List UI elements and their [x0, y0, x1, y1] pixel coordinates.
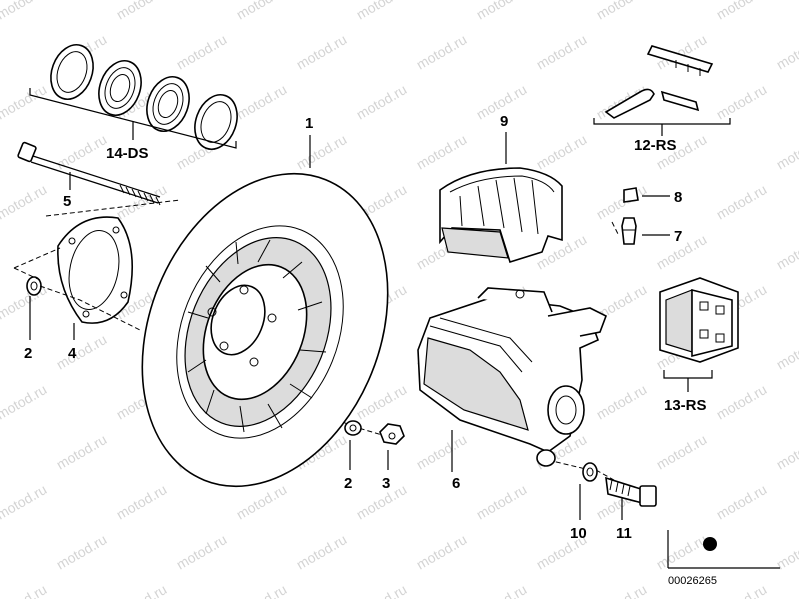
seal-kit-rings	[29, 44, 238, 150]
watermark-text: motod.ru	[114, 0, 170, 23]
label-4: 4	[68, 345, 77, 362]
watermark-text: motod.ru	[414, 31, 470, 72]
watermark-text: motod.ru	[774, 531, 799, 572]
watermark-text: motod.ru	[234, 0, 290, 23]
watermark-text: motod.ru	[714, 0, 770, 23]
watermark-text: motod.ru	[234, 581, 290, 599]
watermark-text: motod.ru	[234, 481, 290, 522]
watermark-text: motod.ru	[0, 181, 49, 222]
washer-nut-pair	[344, 420, 405, 470]
label-7: 7	[674, 228, 682, 245]
watermark-text: motod.ru	[174, 31, 230, 72]
brake-pads	[659, 277, 739, 392]
watermark-text: motod.ru	[534, 131, 590, 172]
watermark-text: motod.ru	[774, 131, 799, 172]
label-3: 3	[382, 475, 390, 492]
label-10: 10	[570, 525, 587, 542]
watermark-text: motod.ru	[714, 181, 770, 222]
washer-left	[26, 276, 42, 340]
watermark-text: motod.ru	[774, 31, 799, 72]
watermark-text: motod.ru	[474, 481, 530, 522]
watermark-text: motod.ru	[234, 81, 290, 122]
watermark-text: motod.ru	[0, 381, 49, 422]
watermark-text: motod.ru	[54, 531, 110, 572]
label-8: 8	[674, 189, 682, 206]
watermark-text: motod.ru	[0, 0, 49, 23]
watermark-text: motod.ru	[114, 581, 170, 599]
watermark-text: motod.ru	[534, 31, 590, 72]
watermark-text: motod.ru	[474, 581, 530, 599]
label-6: 6	[452, 475, 460, 492]
watermark-text: motod.ru	[774, 231, 799, 272]
washer-bolt-pair	[579, 462, 657, 520]
reference-number: 00026265	[668, 575, 717, 587]
watermark-text: motod.ru	[54, 331, 110, 372]
label-2-right: 2	[344, 475, 352, 492]
watermark-text: motod.ru	[0, 281, 49, 322]
label-12rs: 12-RS	[634, 137, 677, 154]
label-2-left: 2	[24, 345, 32, 362]
spacer-plate	[57, 216, 133, 340]
pin-kit	[593, 45, 731, 136]
watermark-text: motod.ru	[294, 31, 350, 72]
watermark-text: motod.ru	[714, 581, 770, 599]
brake-caliper	[417, 287, 608, 472]
bleeder-valve	[621, 217, 670, 245]
watermark-text: motod.ru	[0, 581, 49, 599]
watermark-text: motod.ru	[714, 81, 770, 122]
watermark-text: motod.ru	[174, 531, 230, 572]
long-bolt	[17, 141, 161, 206]
brake-disc	[141, 135, 389, 488]
watermark-text: motod.ru	[714, 381, 770, 422]
watermark-text: motod.ru	[594, 581, 650, 599]
label-1: 1	[305, 115, 313, 132]
label-5: 5	[63, 193, 71, 210]
watermark-text: motod.ru	[594, 0, 650, 23]
watermark-text: motod.ru	[714, 481, 770, 522]
label-11: 11	[616, 525, 632, 542]
watermark-text: motod.ru	[54, 131, 110, 172]
watermark-text: motod.ru	[774, 331, 799, 372]
watermark-text: motod.ru	[54, 431, 110, 472]
watermark-text: motod.ru	[414, 431, 470, 472]
watermark-text: motod.ru	[774, 431, 799, 472]
watermark-text: motod.ru	[594, 381, 650, 422]
watermark-text: motod.ru	[474, 0, 530, 23]
watermark-text: motod.ru	[354, 81, 410, 122]
watermark-text: motod.ru	[594, 181, 650, 222]
part-labels: 1 2 4 5 14-DS 2 3 6 9 8 7 12-RS 13-RS 10…	[24, 113, 717, 587]
watermark-text: motod.ru	[354, 0, 410, 23]
watermark-text: motod.ru	[354, 581, 410, 599]
label-9: 9	[500, 113, 508, 130]
label-13rs: 13-RS	[664, 397, 707, 414]
corner-marker	[667, 530, 780, 569]
watermark-text: motod.ru	[654, 431, 710, 472]
watermark-text: motod.ru	[0, 81, 49, 122]
watermark-text: motod.ru	[114, 481, 170, 522]
watermark-text: motod.ru	[654, 531, 710, 572]
watermark-text: motod.ru	[414, 531, 470, 572]
watermark-text: motod.ru	[414, 131, 470, 172]
watermark-text: motod.ru	[294, 531, 350, 572]
watermark-text: motod.ru	[294, 131, 350, 172]
bleeder-cap	[623, 187, 670, 203]
caliper-cover	[439, 132, 563, 264]
watermark-text: motod.ru	[0, 481, 49, 522]
label-14ds: 14-DS	[106, 145, 149, 162]
